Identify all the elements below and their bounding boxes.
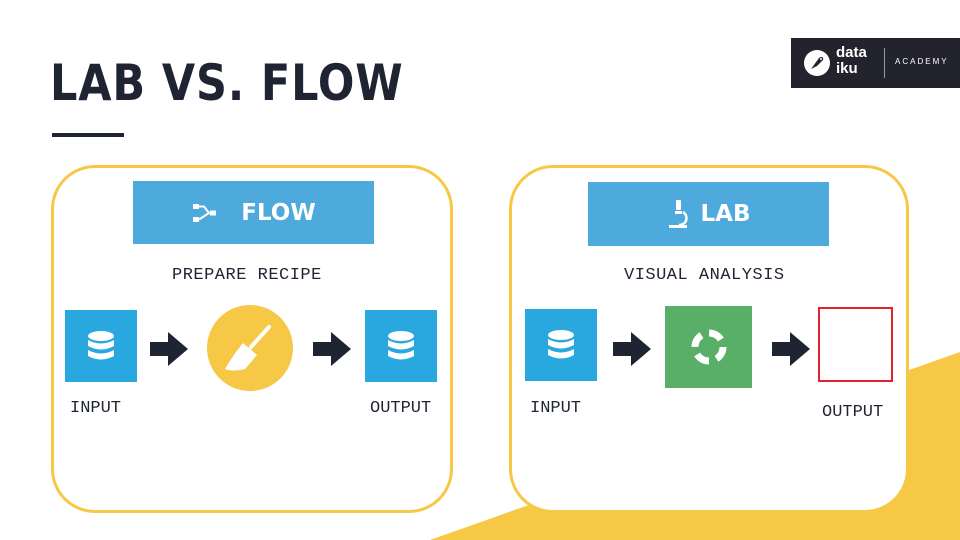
dataiku-academy-logo: data iku ACADEMY	[791, 38, 960, 88]
flow-output-dataset	[365, 310, 437, 382]
flow-subtitle: PREPARE RECIPE	[172, 266, 322, 285]
flow-icon	[193, 203, 217, 222]
lab-input-dataset	[525, 309, 597, 381]
arrow-right-icon	[313, 332, 351, 366]
empty-output-box	[818, 307, 893, 382]
bird-logo-icon	[804, 50, 830, 76]
logo-brand: data iku	[836, 45, 867, 77]
database-icon	[88, 331, 114, 360]
flow-banner: FLOW	[133, 181, 374, 244]
arrow-right-icon	[772, 332, 810, 366]
flow-input-label: INPUT	[70, 399, 122, 418]
visual-analysis-node	[665, 306, 752, 388]
database-icon	[548, 330, 574, 359]
flow-input-dataset	[65, 310, 137, 382]
logo-academy: ACADEMY	[895, 57, 949, 66]
logo-divider	[884, 48, 885, 78]
page-title: LAB VS. FLOW	[50, 54, 404, 112]
prepare-recipe-node	[207, 305, 293, 391]
logo-line-1: data	[836, 44, 867, 61]
lab-input-label: INPUT	[530, 399, 582, 418]
arrow-right-icon	[150, 332, 188, 366]
lab-banner-label: LAB	[700, 201, 751, 227]
broom-icon	[225, 325, 271, 371]
lab-banner: LAB	[588, 182, 829, 246]
flow-banner-label: FLOW	[241, 199, 316, 226]
arrow-right-icon	[613, 332, 651, 366]
flow-output-label: OUTPUT	[370, 399, 432, 418]
lab-subtitle: VISUAL ANALYSIS	[624, 266, 785, 285]
analysis-ring-icon	[691, 329, 726, 365]
database-icon	[388, 331, 414, 360]
microscope-icon	[668, 200, 688, 228]
title-underline	[52, 133, 124, 137]
logo-line-2: iku	[836, 60, 858, 77]
lab-output-label: OUTPUT	[822, 403, 884, 422]
